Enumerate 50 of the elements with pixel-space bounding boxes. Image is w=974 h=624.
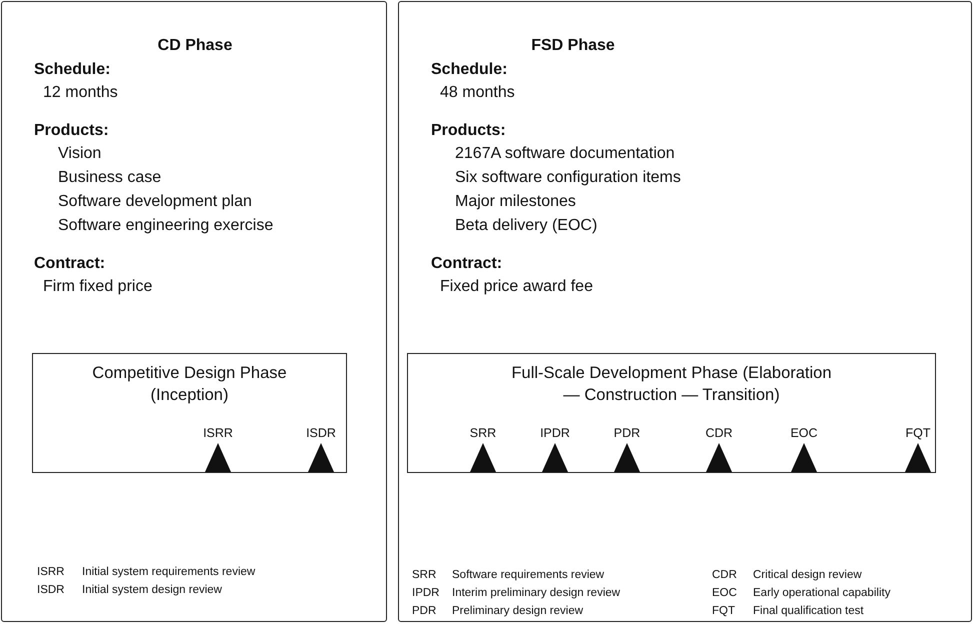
list-item: Major milestones [455, 192, 576, 212]
milestone-label: IPDR [540, 426, 570, 440]
abbreviation-definition: Interim preliminary design review [452, 587, 620, 599]
abbreviation: ISRR [37, 566, 64, 578]
abbreviation-definition: Initial system requirements review [82, 566, 256, 578]
list-item: 12 months [43, 83, 118, 103]
list-item: Software engineering exercise [58, 216, 274, 236]
list-item: Six software configuration items [455, 168, 681, 188]
phase-panel [398, 1, 972, 622]
list-item: Fixed price award fee [440, 277, 593, 297]
panel-heading: CD Phase [158, 36, 232, 56]
milestone-label: ISDR [306, 426, 336, 440]
abbreviation-definition: Software requirements review [452, 569, 604, 581]
list-item: 48 months [440, 83, 515, 103]
abbreviation: FQT [712, 605, 735, 617]
milestone-label: PDR [614, 426, 640, 440]
list-item: Beta delivery (EOC) [455, 216, 598, 236]
milestone-label: CDR [705, 426, 733, 440]
section-heading: Schedule: [34, 60, 110, 80]
list-item: Business case [58, 168, 162, 188]
abbreviation: EOC [712, 587, 737, 599]
list-item: Software development plan [58, 192, 252, 212]
section-heading: Products: [431, 121, 506, 141]
panel-heading: FSD Phase [531, 36, 615, 56]
milestone-label: ISRR [203, 426, 233, 440]
abbreviation: IPDR [412, 587, 440, 599]
section-heading: Products: [34, 121, 109, 141]
phase-title: Full-Scale Development Phase (Elaboration — Construction — Transition) [510, 363, 833, 406]
abbreviation-definition: Critical design review [753, 569, 862, 581]
abbreviation: ISDR [37, 584, 64, 596]
abbreviation-definition: Preliminary design review [452, 605, 584, 617]
list-item: Vision [58, 144, 102, 164]
phase-box [407, 353, 936, 473]
list-item: Firm fixed price [43, 277, 152, 297]
section-heading: Contract: [431, 254, 502, 274]
section-heading: Schedule: [431, 60, 508, 80]
abbreviation: SRR [412, 569, 436, 581]
abbreviation-definition: Initial system design review [82, 584, 222, 596]
abbreviation-definition: Early operational capability [753, 587, 890, 599]
abbreviation: PDR [412, 605, 436, 617]
phase-title: Competitive Design Phase (Inception) [91, 363, 288, 406]
milestone-label: SRR [470, 426, 496, 440]
milestone-label: FQT [906, 426, 930, 440]
abbreviation-definition: Final qualification test [753, 605, 864, 617]
abbreviation: CDR [712, 569, 737, 581]
phase-panel [1, 1, 387, 622]
milestone-label: EOC [790, 426, 818, 440]
section-heading: Contract: [34, 254, 106, 274]
phase-box [32, 353, 347, 473]
list-item: 2167A software documentation [455, 144, 675, 164]
